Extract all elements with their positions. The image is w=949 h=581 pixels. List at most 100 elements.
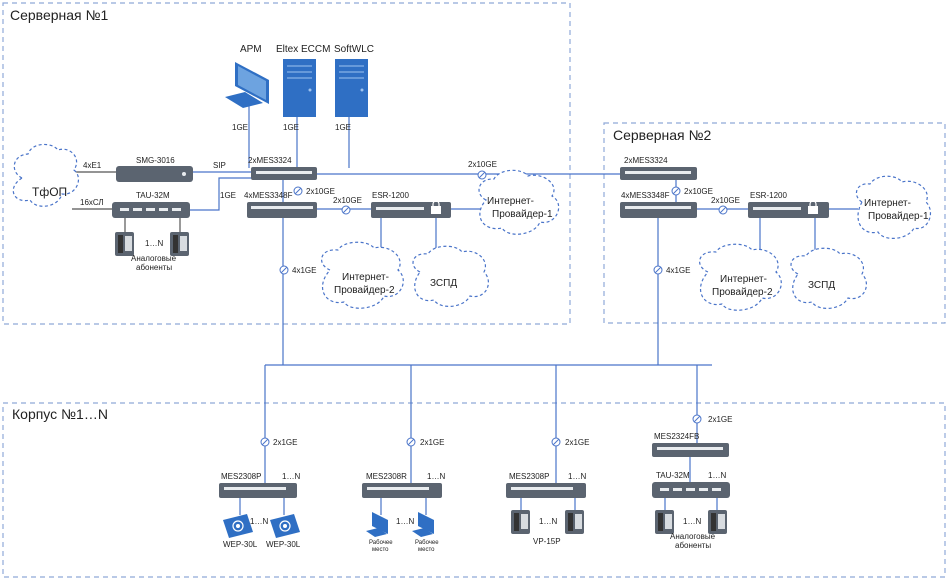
wifi-ap-icon-2 bbox=[270, 514, 300, 538]
workstation-icon-1 bbox=[366, 512, 388, 537]
b2-range: 1…N bbox=[427, 472, 445, 481]
zone-server1-border bbox=[2, 2, 571, 325]
link-agg-esr-server1: 2x10GE bbox=[333, 196, 362, 205]
links-distribution bbox=[239, 364, 718, 515]
b4-switch bbox=[652, 443, 729, 457]
tfop-label: ТфОП bbox=[32, 185, 67, 199]
esr-server1-label: ESR-1200 bbox=[372, 191, 409, 200]
b1-ap-range: 1…N bbox=[250, 517, 268, 526]
link-core-agg-server2: 2x10GE bbox=[684, 187, 713, 196]
b3-switch-label: MES2308P bbox=[509, 472, 549, 481]
b4-analog-phone-icon-2 bbox=[708, 510, 727, 534]
zone-server2-border bbox=[603, 122, 946, 324]
b3-phone-label: VP-15P bbox=[533, 537, 561, 546]
isp2-cloud-server2 bbox=[699, 243, 782, 311]
link-down-server1: 4x1GE bbox=[292, 266, 316, 275]
analog-phone-icon-1 bbox=[115, 232, 134, 256]
link-tau-core: 1GE bbox=[220, 191, 236, 200]
b2-pc1-label: Рабочее место bbox=[369, 540, 394, 553]
smg-gateway bbox=[116, 166, 193, 182]
link-down-server2: 4x1GE bbox=[666, 266, 690, 275]
link-arm-label: 1GE bbox=[232, 123, 248, 132]
eltex-eccm-label: Eltex ECCM bbox=[276, 44, 330, 55]
agg-switch-server1 bbox=[247, 202, 317, 218]
tau-server1-label: TAU-32M bbox=[136, 191, 170, 200]
b2-link-label: 2x1GE bbox=[420, 438, 444, 447]
analog-phone-icon-2 bbox=[170, 232, 189, 256]
softwlc-label: SoftWLC bbox=[334, 44, 374, 55]
core-switch-server2 bbox=[620, 167, 697, 180]
isp1-cloud-server2 bbox=[855, 175, 931, 239]
b1-link-label: 2x1GE bbox=[273, 438, 297, 447]
b3-range: 1…N bbox=[568, 472, 586, 481]
ip-phone-icon-2 bbox=[565, 510, 584, 534]
link-softwlc-label: 1GE bbox=[335, 123, 351, 132]
link-tfop-tau: 16xСЛ bbox=[80, 198, 104, 207]
esr-router-server2 bbox=[748, 200, 829, 218]
zone-server1-label: Серверная №1 bbox=[10, 7, 109, 23]
link-tfop-smg: 4xE1 bbox=[83, 161, 102, 170]
b1-range: 1…N bbox=[282, 472, 300, 481]
b2-switch-label: MES2308R bbox=[366, 472, 407, 481]
arm-label: АРМ bbox=[240, 44, 262, 55]
b4-phone-range: 1…N bbox=[683, 517, 701, 526]
wifi-ap-icon-1 bbox=[223, 514, 253, 538]
link-agg-esr-server2: 2x10GE bbox=[711, 196, 740, 205]
b3-link-label: 2x1GE bbox=[565, 438, 589, 447]
b4-switch-label: MES2324FB bbox=[654, 432, 699, 441]
link-between-rooms: 2x10GE bbox=[468, 160, 497, 169]
isp1-server1-label: Интернет- Провайдер-1 bbox=[487, 196, 553, 220]
zone-building-border bbox=[2, 402, 946, 578]
softwlc-server-icon bbox=[335, 59, 368, 117]
core-switch-server1 bbox=[251, 167, 317, 180]
b1-switch-label: MES2308P bbox=[221, 472, 261, 481]
sip-label: SIP bbox=[213, 161, 226, 170]
zspd-server2-label: ЗСПД bbox=[808, 280, 835, 291]
b4-range: 1…N bbox=[708, 471, 726, 480]
analog-subscribers-server1-label: Аналоговые абоненты bbox=[131, 254, 178, 272]
b4-link-label: 2x1GE bbox=[708, 415, 732, 424]
isp2-server2-label: Интернет- Провайдер-2 bbox=[712, 274, 773, 298]
b4-tau-label: TAU-32M bbox=[656, 471, 690, 480]
workstation-icon-2 bbox=[412, 512, 434, 537]
link-eccm-label: 1GE bbox=[283, 123, 299, 132]
tau-gateway-server1 bbox=[112, 202, 190, 218]
zspd-cloud-server2 bbox=[790, 247, 867, 309]
b4-tau-gateway bbox=[652, 482, 730, 498]
isp1-cloud-server1 bbox=[478, 169, 560, 235]
agg-switch-server1-label: 4xMES3348F bbox=[244, 191, 293, 200]
b1-ap2-label: WEP-30L bbox=[266, 540, 301, 549]
smg-label: SMG-3016 bbox=[136, 156, 175, 165]
b1-ap1-label: WEP-30L bbox=[223, 540, 258, 549]
b2-pc-range: 1…N bbox=[396, 517, 414, 526]
eltex-eccm-server-icon bbox=[283, 59, 316, 117]
core-switch-server1-label: 2xMES3324 bbox=[248, 156, 292, 165]
esr-router-server1 bbox=[371, 200, 451, 218]
agg-switch-server2 bbox=[620, 202, 697, 218]
b3-switch bbox=[506, 483, 586, 498]
b4-analog-phone-icon-1 bbox=[655, 510, 674, 534]
b4-subscribers-label: Аналоговые абоненты bbox=[670, 532, 717, 550]
isp2-server1-label: Интернет- Провайдер-2 bbox=[334, 272, 395, 296]
tfop-cloud bbox=[12, 143, 79, 207]
zspd-cloud-server1 bbox=[412, 245, 489, 307]
phones-range-server1: 1…N bbox=[145, 239, 163, 248]
isp1-server2-label: Интернет- Провайдер-1 bbox=[864, 198, 929, 222]
b1-switch bbox=[219, 483, 297, 498]
ip-phone-icon-1 bbox=[511, 510, 530, 534]
isp2-cloud-server1 bbox=[321, 241, 404, 309]
zspd-server1-label: ЗСПД bbox=[430, 278, 457, 289]
links-server1 bbox=[72, 103, 620, 365]
zone-server2-label: Серверная №2 bbox=[613, 127, 712, 143]
zone-building-label: Корпус №1…N bbox=[12, 406, 108, 422]
b3-phone-range: 1…N bbox=[539, 517, 557, 526]
core-switch-server2-label: 2xMES3324 bbox=[624, 156, 668, 165]
agg-switch-server2-label: 4xMES3348F bbox=[621, 191, 670, 200]
link-markers bbox=[260, 170, 728, 447]
b2-pc2-label: Рабочее место bbox=[415, 540, 440, 553]
b2-switch bbox=[362, 483, 442, 498]
arm-computer-icon bbox=[225, 62, 269, 108]
esr-server2-label: ESR-1200 bbox=[750, 191, 787, 200]
link-core-agg-server1: 2x10GE bbox=[306, 187, 335, 196]
